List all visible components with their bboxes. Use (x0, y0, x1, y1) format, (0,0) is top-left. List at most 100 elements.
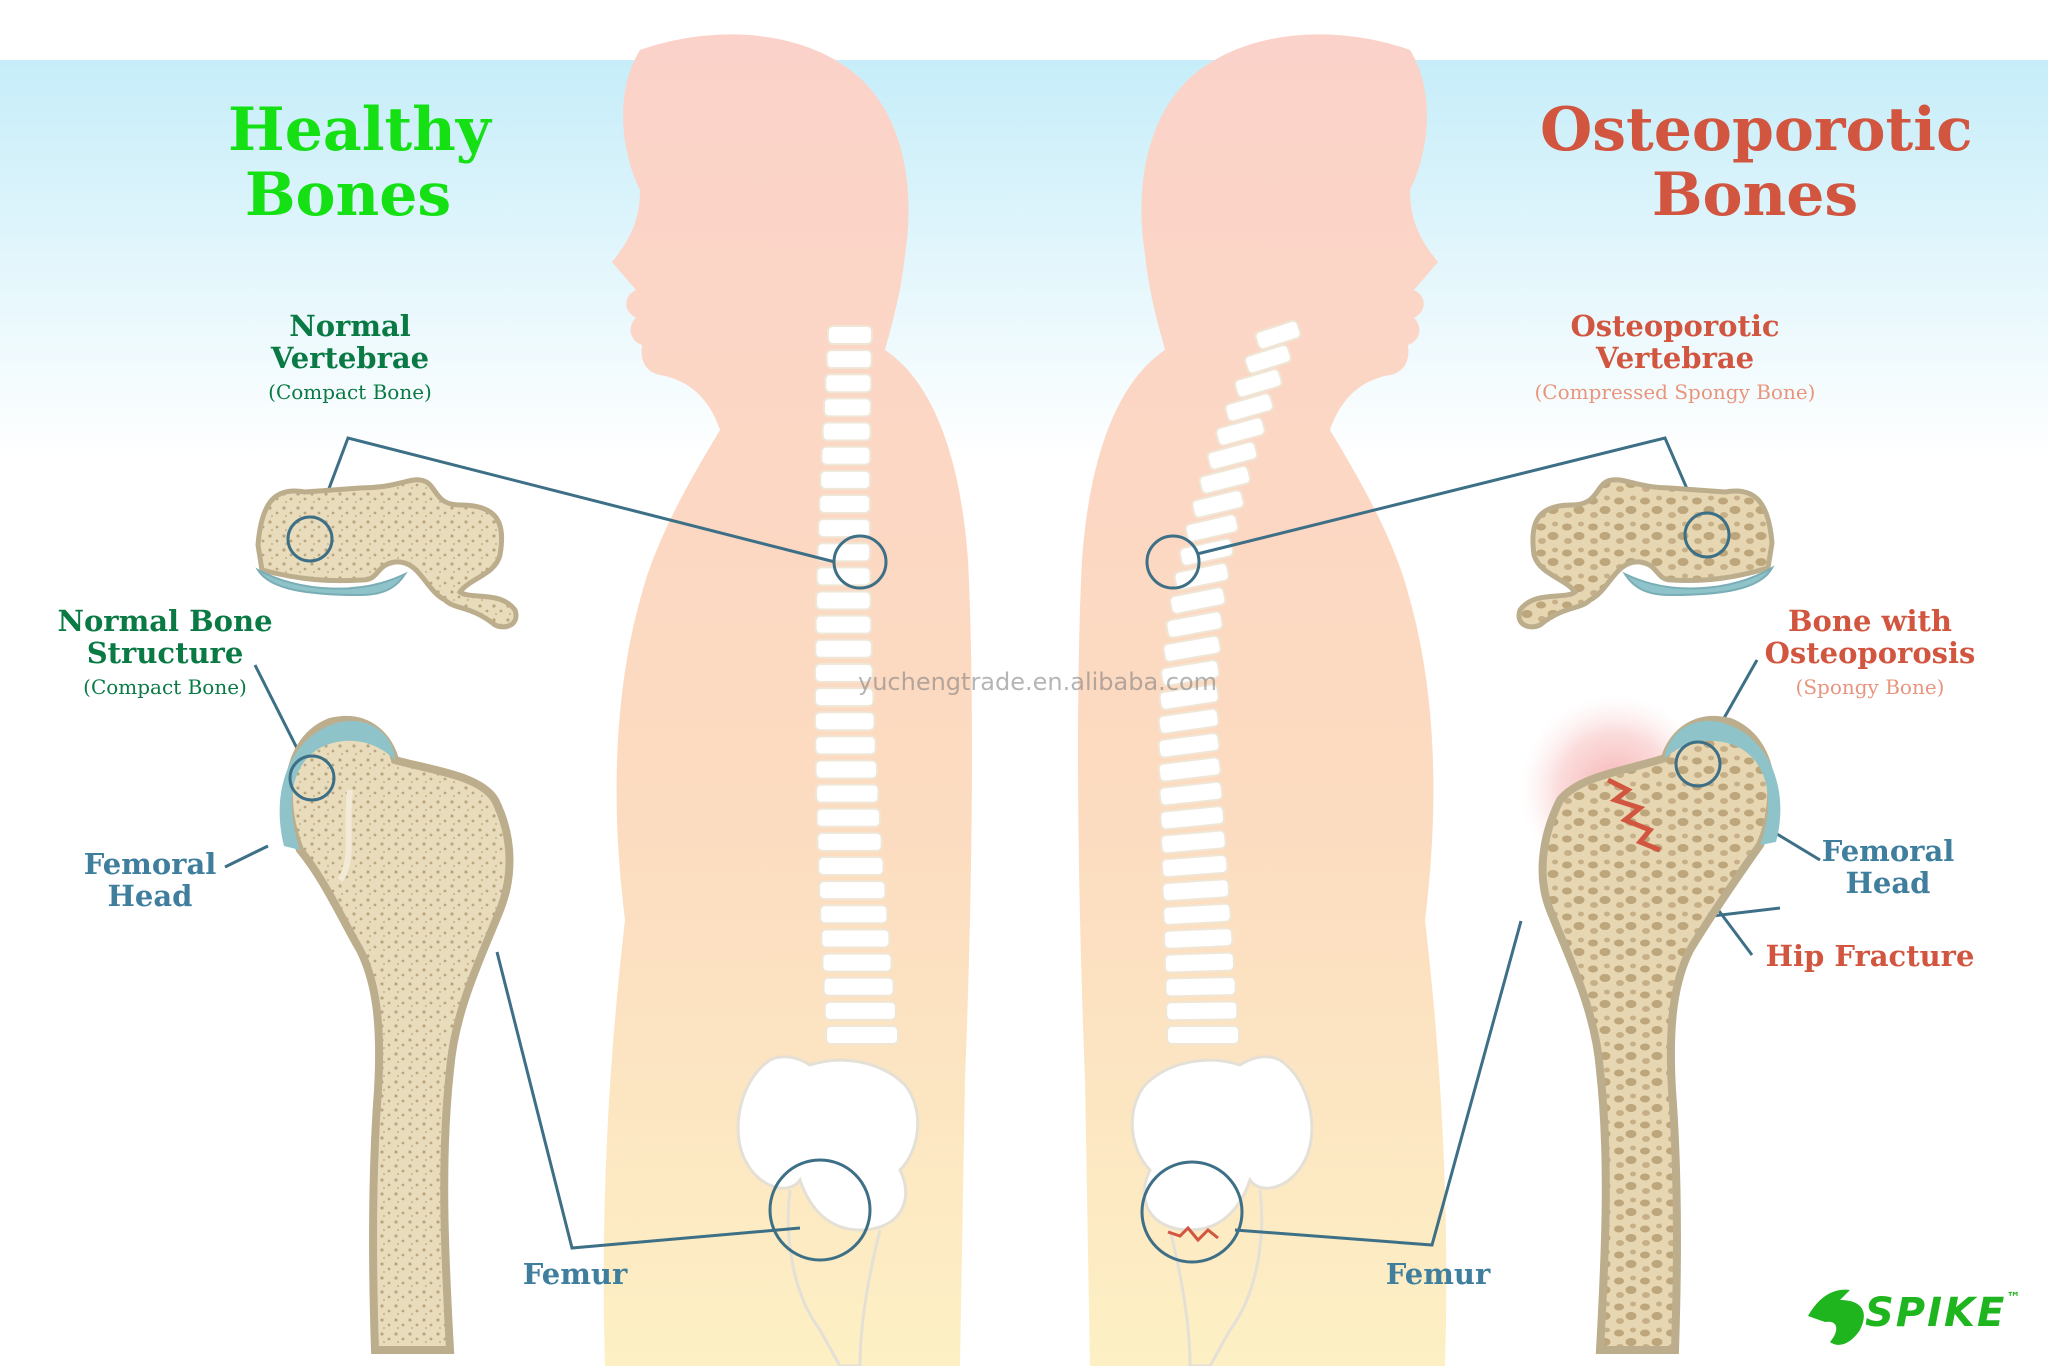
right-vertebrae-line1: Osteoporotic (1570, 309, 1780, 343)
sky-band (0, 60, 2048, 460)
right-femur-label: Femur (1385, 1257, 1491, 1291)
left-spine-vertebra (823, 1000, 897, 1021)
right-vertebrae-label: Osteoporotic Vertebrae (Compressed Spong… (1500, 309, 1850, 404)
left-spine-vertebra (819, 469, 872, 490)
right-spine-vertebra (1191, 489, 1245, 519)
left-femur (279, 716, 514, 1354)
right-spine-vertebra (1157, 756, 1222, 783)
left-pelvis (736, 1055, 920, 1366)
left-femoral-head-label: Femoral Head (70, 848, 230, 913)
right-spine-vertebra (1157, 732, 1221, 759)
left-femoral-line1: Femoral (83, 847, 217, 881)
left-structure-sub: (Compact Bone) (83, 674, 247, 699)
watermark: yuchengtrade.en.alibaba.com (858, 668, 1218, 696)
left-spine-vertebra (821, 421, 872, 442)
left-spine-vertebra (815, 566, 872, 587)
left-spine-vertebra (822, 976, 895, 997)
hip-fracture-label: Hip Fracture (1765, 939, 1975, 973)
left-spine-vertebra (825, 349, 873, 370)
right-spine-vertebra (1224, 392, 1274, 423)
right-spine-vertebra (1162, 634, 1222, 663)
left-spine-vertebra (815, 807, 881, 828)
right-spine-vertebra (1233, 368, 1283, 399)
left-spine-vertebra (817, 856, 885, 877)
right-title-line1: Osteoporotic (1540, 95, 1973, 165)
left-vertebra-section (255, 477, 519, 630)
left-spine-vertebra (815, 783, 880, 804)
left-vertebrae-line2: Vertebrae (270, 341, 430, 376)
left-vertebrae-label: Normal Vertebrae (Compact Bone) (230, 309, 470, 404)
right-structure-line1: Bone with (1788, 604, 1952, 638)
left-femur-label: Femur (522, 1257, 628, 1291)
right-spine-vertebra (1206, 440, 1259, 471)
right-vertebrae-line2: Vertebrae (1595, 341, 1755, 376)
magnifier-circles (768, 534, 1244, 1264)
left-spine-vertebra (814, 759, 878, 780)
right-vertebra-section (1516, 477, 1775, 630)
right-spine-vertebra (1160, 853, 1229, 879)
left-spine-vertebra (814, 735, 877, 756)
right-structure-line2: Osteoporosis (1764, 636, 1976, 671)
left-spine-vertebra (819, 904, 889, 925)
left-spine-vertebra (814, 711, 876, 732)
right-structure-sub: (Spongy Bone) (1795, 674, 1945, 699)
right-femoral-line2: Head (1845, 866, 1931, 901)
left-spine-vertebra (817, 518, 872, 539)
brand-logo: SPIKE™ (1865, 1290, 2022, 1336)
left-spine-vertebra (821, 952, 893, 973)
left-spine-vertebra (824, 373, 873, 394)
right-spine-vertebra (1161, 878, 1231, 902)
right-spine-vertebra (1165, 1000, 1239, 1022)
right-title-line2: Bones (1651, 159, 1859, 230)
right-femoral-head-label: Femoral Head (1808, 835, 1968, 900)
right-spine-vertebra (1158, 780, 1224, 807)
right-structure-label: Bone with Osteoporosis (Spongy Bone) (1755, 604, 1985, 699)
right-femur (1538, 716, 1781, 1354)
right-spine-vertebra (1184, 513, 1240, 543)
left-spine-vertebra (822, 397, 872, 418)
right-pelvis (1130, 1055, 1314, 1366)
left-vertebrae-line1: Normal (289, 309, 411, 343)
left-spine-vertebra (825, 1025, 899, 1045)
right-femoral-line1: Femoral (1821, 834, 1955, 868)
right-spine-vertebra (1215, 416, 1266, 447)
left-spine-vertebra (816, 831, 883, 852)
spike-logo-icon (1808, 1289, 1864, 1345)
left-structure-line2: Structure (86, 636, 244, 671)
left-spine-vertebra (814, 662, 874, 683)
right-spine-vertebra (1244, 344, 1292, 375)
left-title-line2: Bones (244, 159, 452, 230)
right-title: Osteoporotic Bones (1540, 95, 1973, 230)
right-spine-vertebra (1163, 951, 1236, 974)
left-spine-vertebra (827, 325, 873, 345)
right-spine-vertebra (1169, 586, 1227, 615)
right-spine-vertebra (1159, 805, 1226, 831)
left-spine-vertebra (820, 445, 872, 466)
hip-fracture-mark-small (1167, 1225, 1219, 1243)
left-spine-vertebra (818, 880, 887, 901)
left-structure-label: Normal Bone Structure (Compact Bone) (55, 604, 275, 699)
brand-name: SPIKE (1865, 1290, 2007, 1336)
right-spine-vertebra (1165, 610, 1224, 639)
left-vertebrae-sub: (Compact Bone) (268, 379, 432, 404)
right-spine-vertebra (1160, 659, 1221, 687)
left-title-line1: Healthy (228, 95, 491, 165)
right-spine-vertebra (1164, 976, 1237, 998)
left-title: Healthy Bones (228, 98, 491, 230)
brand-trademark: ™ (2006, 1290, 2023, 1306)
right-spine-vertebra (1158, 683, 1220, 711)
left-structure-line1: Normal Bone (57, 604, 273, 638)
left-spine (813, 325, 899, 1045)
right-spine-vertebra (1162, 927, 1234, 950)
right-spine-vertebra (1162, 902, 1232, 926)
right-spine-vertebra (1166, 1025, 1240, 1045)
left-spine-vertebra (818, 493, 872, 514)
right-spine-vertebra (1157, 707, 1220, 735)
left-spine-vertebra (814, 614, 873, 635)
left-spine-vertebra (814, 638, 873, 659)
right-spine-vertebra (1159, 829, 1227, 855)
left-spine-vertebra (815, 590, 872, 611)
right-spine-vertebra (1198, 465, 1252, 495)
